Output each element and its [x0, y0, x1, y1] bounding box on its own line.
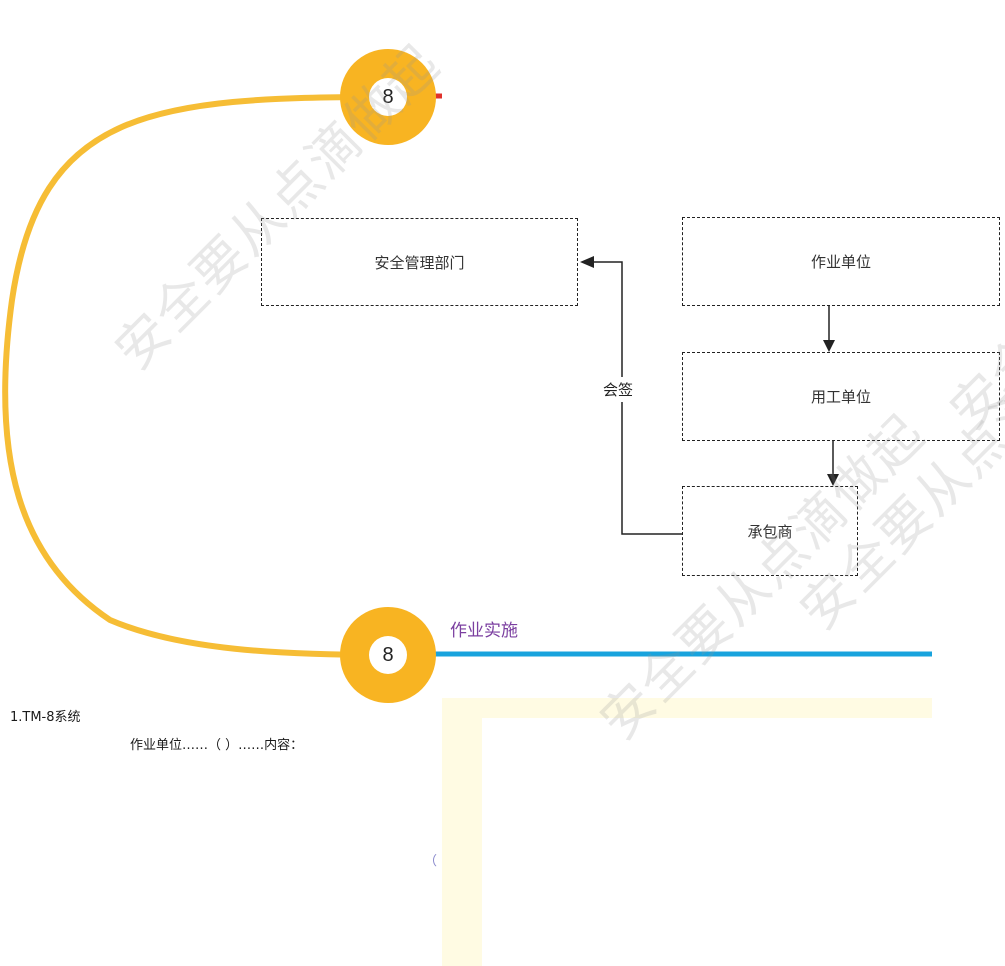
- badge-step-bottom-number: 8: [369, 636, 407, 674]
- arrowhead-mid-to-bottom: [827, 474, 839, 486]
- left-snippet-line1: 1.TM-8系统: [10, 710, 81, 725]
- arrowhead-countersign: [580, 256, 594, 268]
- badge-connector-curve: [2, 94, 391, 658]
- box-top-right-label: 作业单位: [810, 253, 871, 271]
- box-bottom-right-label: 承包商: [747, 522, 793, 541]
- arrowhead-top-to-mid: [823, 340, 835, 352]
- box-safety-dept: 安全管理部门: [261, 218, 578, 306]
- badge-step-bottom: 8: [340, 607, 436, 703]
- box-mid-right-label: 用工单位: [810, 388, 871, 406]
- box-bottom-right: 承包商: [682, 486, 858, 576]
- box-safety-dept-label: 安全管理部门: [374, 253, 465, 272]
- badge-step-top: 8: [340, 49, 436, 145]
- edge-label-countersign: 会签: [601, 377, 636, 402]
- badge-step-top-number: 8: [369, 78, 407, 116]
- box-mid-right: 用工单位: [682, 352, 1000, 441]
- content-panel-inner: [482, 718, 932, 966]
- panel-side-mark: （: [424, 854, 438, 869]
- box-top-right: 作业单位: [682, 217, 1000, 306]
- section-title: 作业实施: [450, 621, 518, 641]
- left-snippet-line2: 作业单位……（ ）……内容：: [130, 738, 304, 753]
